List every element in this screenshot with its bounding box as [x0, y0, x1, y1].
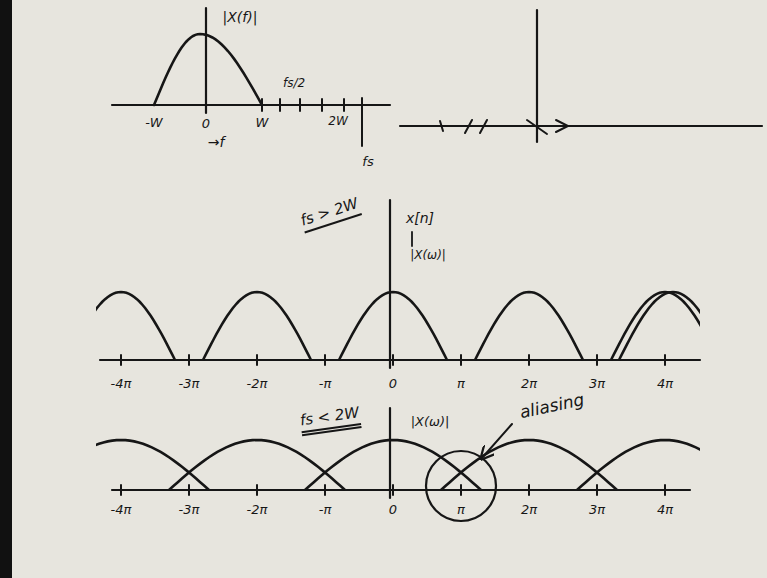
spectrum-replica	[96, 440, 209, 490]
tick	[324, 355, 326, 365]
axis-label: -2π	[247, 503, 268, 517]
tick	[664, 485, 666, 495]
tick	[465, 120, 472, 133]
tick	[664, 355, 666, 365]
handwritten-label: 2W	[328, 115, 348, 128]
axis-label: 4π	[657, 503, 673, 517]
tick	[392, 355, 394, 365]
axis-label: 3π	[589, 503, 605, 517]
axis-label: 2π	[521, 377, 537, 391]
tick	[596, 355, 598, 365]
tick	[256, 355, 258, 365]
tick	[440, 121, 443, 131]
handwritten-label: x[n]	[406, 211, 434, 226]
tick	[188, 355, 190, 365]
handwritten-label: W	[256, 116, 269, 130]
magnitude-axis	[205, 8, 207, 113]
border	[0, 0, 12, 578]
handwritten-label: -W	[145, 116, 162, 130]
handwritten-label: fs/2	[283, 77, 305, 90]
pointer-arrow	[482, 424, 512, 458]
overlapping-replicas	[96, 440, 700, 490]
handwritten-label: fs < 2W	[299, 404, 361, 436]
tick	[261, 99, 263, 111]
axis-label: 0	[389, 503, 397, 517]
spectrum-replica	[203, 292, 311, 360]
spectrum-replica	[577, 440, 700, 490]
arrow-mark	[556, 120, 568, 132]
handwritten-label: |X(ω)|	[410, 249, 446, 262]
axis-label: π	[457, 503, 465, 517]
tick	[120, 355, 122, 365]
tick	[279, 99, 281, 111]
axis-label: -3π	[179, 503, 200, 517]
axis-label: π	[457, 377, 465, 391]
axis-label: -3π	[179, 377, 200, 391]
tick	[299, 99, 301, 111]
axis-label: 2π	[521, 503, 537, 517]
axis	[400, 125, 762, 127]
axis-label: -2π	[247, 377, 268, 391]
axis-label: -π	[319, 503, 332, 517]
tick	[596, 485, 598, 495]
spectrum-replica	[339, 292, 447, 360]
handwritten-label: 0	[202, 117, 210, 131]
spectrum-replica	[169, 440, 345, 490]
tick	[528, 355, 530, 365]
tick	[392, 485, 394, 495]
handwritten-label: |X(ω)|	[411, 415, 450, 429]
axis-label: 4π	[657, 377, 673, 391]
axis-label: -4π	[111, 503, 132, 517]
aliasing-circle	[426, 451, 496, 521]
tick	[480, 120, 487, 133]
transform-arrow	[411, 232, 413, 246]
axis-label: -4π	[111, 377, 132, 391]
axis-label: 0	[389, 377, 397, 391]
spectrum-replica	[619, 292, 700, 360]
tick	[527, 120, 547, 134]
magnitude-axis	[389, 200, 391, 368]
axis	[536, 10, 538, 142]
tick	[321, 99, 323, 111]
tick	[460, 485, 462, 495]
omega-axis	[112, 489, 690, 491]
tick	[460, 355, 462, 365]
tick	[324, 485, 326, 495]
spectrum-replica	[441, 440, 617, 490]
spectrum-replica	[96, 292, 175, 360]
tick	[120, 485, 122, 495]
tick	[343, 99, 345, 111]
axis-label: 3π	[589, 377, 605, 391]
handwritten-label: fs > 2W	[299, 195, 362, 233]
fs-marker	[361, 98, 363, 146]
handwritten-label: fs	[362, 155, 373, 169]
axis-label: -π	[319, 377, 332, 391]
spectrum-replica	[475, 292, 583, 360]
handwritten-label: →f	[208, 135, 225, 150]
tick	[528, 485, 530, 495]
tick	[256, 485, 258, 495]
magnitude-axis	[389, 408, 391, 498]
replicas	[96, 292, 700, 360]
tick	[188, 485, 190, 495]
handwritten-label: |X(f)|	[223, 10, 258, 25]
handwritten-label: aliasing	[518, 390, 586, 422]
spectrum-curve	[154, 34, 262, 105]
spectrum-replica	[305, 440, 481, 490]
